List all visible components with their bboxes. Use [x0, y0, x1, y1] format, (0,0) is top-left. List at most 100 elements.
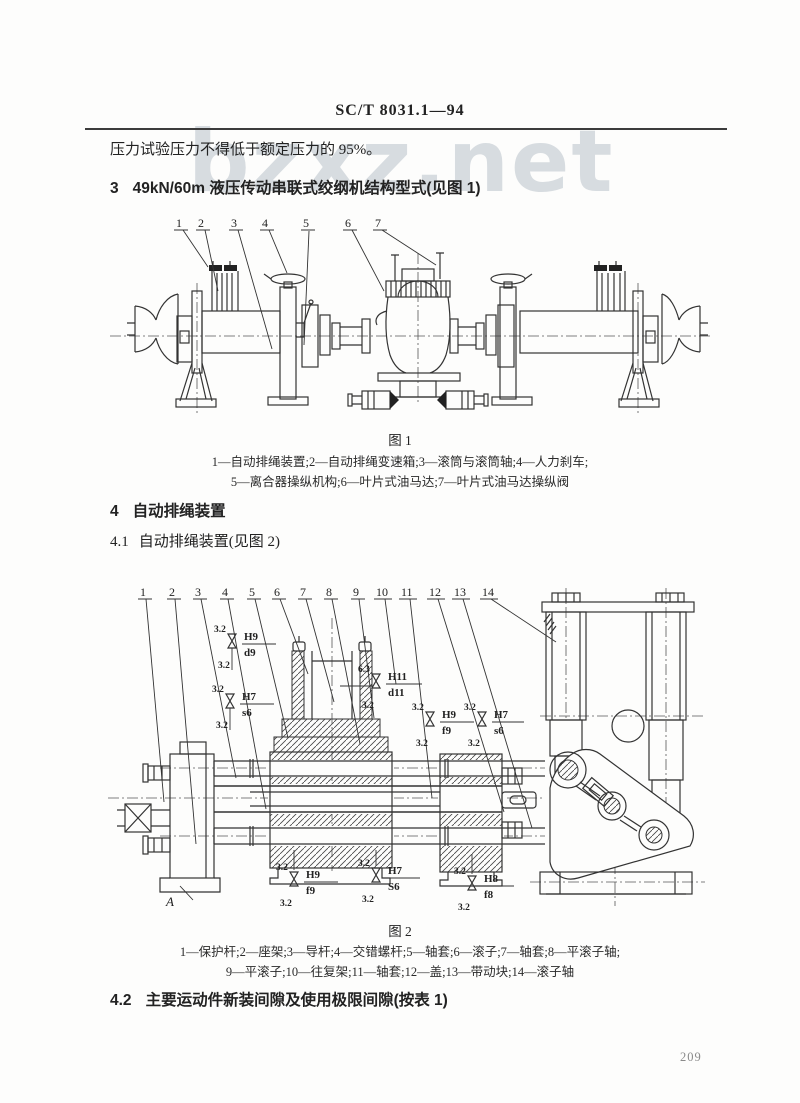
fit3-denominator: f9	[442, 725, 452, 737]
fit0-top-roughness: 3.2	[214, 625, 226, 635]
figure-1-label: 图 1	[388, 433, 412, 448]
fig2-side-view	[539, 592, 695, 895]
fit0-denominator: d9	[244, 647, 256, 659]
fit1-bottom-roughness: 3.2	[216, 721, 228, 731]
fit6-top-roughness: 3.2	[358, 859, 370, 869]
figure-2-drawing: A	[100, 566, 720, 914]
fig1-callout-2: 2	[198, 216, 204, 230]
fit2-bottom-roughness: 3.2	[362, 701, 374, 711]
section-3-title: 49kN/60m 液压传动串联式绞纲机结构型式(见图 1)	[132, 180, 481, 197]
fig2-callout-6: 6	[274, 585, 280, 599]
fig2-fit-h7-s6-upper: 3.2 3.2 H7 s6	[212, 685, 274, 731]
fig1-callouts: 1 2 3 4 5 6 7	[174, 216, 437, 350]
fit3-numerator: H9	[442, 709, 457, 721]
fig1-left-gypsy-head	[127, 293, 179, 365]
fig2-view-a-marker: A	[165, 885, 194, 909]
fig1-left-brake-stand	[263, 273, 314, 406]
fit2-top-roughness: 6.3	[358, 665, 370, 675]
fig2-callout-13: 13	[454, 585, 466, 599]
fig2-protection-rod-end	[117, 803, 170, 833]
fit3-top-roughness: 3.2	[412, 703, 424, 713]
fig1-right-brake-stand	[490, 273, 533, 406]
fit4-numerator: H7	[494, 709, 509, 721]
fit7-bottom-roughness: 3.2	[458, 903, 470, 913]
fit5-denominator: f9	[306, 885, 316, 897]
figure-2-caption-line2: 9—平滚子;10—往复架;11—轴套;12—盖;13—带动块;14—滚子轴	[225, 965, 575, 979]
fit0-bottom-roughness: 3.2	[218, 661, 230, 671]
fig1-callout-4: 4	[262, 216, 268, 230]
fig2-roller-block	[438, 753, 537, 887]
fig1-callout-5: 5	[303, 216, 309, 230]
figure-1-drawing: 1 2 3 4 5 6 7	[100, 203, 720, 435]
fig1-callout-7: 7	[375, 216, 381, 230]
fig1-right-coupling	[449, 304, 515, 368]
section-4-1-number: 4.1	[110, 534, 129, 550]
fig2-callout-8: 8	[326, 585, 332, 599]
section-3-number: 3	[110, 180, 119, 197]
fig2-fit-h9-f9-upper: 3.2 3.2 H9 f9	[412, 703, 474, 749]
fit1-top-roughness: 3.2	[212, 685, 224, 695]
fig1-callout-1: 1	[176, 216, 182, 230]
fit0-numerator: H9	[244, 631, 259, 643]
header-rule	[85, 128, 727, 130]
fig2-fit-h11-d11: 6.3 3.2 H11 d11	[340, 665, 422, 711]
fig1-callout-3: 3	[231, 216, 237, 230]
fit4-top-roughness: 3.2	[464, 703, 476, 713]
fig1-right-drum	[519, 261, 639, 354]
fig2-callout-12: 12	[429, 585, 441, 599]
fig2-callout-11: 11	[401, 585, 413, 599]
fit4-bottom-roughness: 3.2	[468, 739, 480, 749]
fig2-callout-9: 9	[353, 585, 359, 599]
section-4-heading: 4 自动排绳装置	[110, 499, 226, 521]
fig2-callout-4: 4	[222, 585, 228, 599]
section-4-2-number: 4.2	[110, 992, 132, 1009]
fit2-denominator: d11	[388, 687, 405, 699]
fit7-denominator: f8	[484, 889, 494, 901]
fig2-fit-h8-f8: 3.2 3.2 H8 f8	[454, 854, 514, 913]
fig1-right-bearing-stand	[618, 290, 660, 408]
figure-2-caption-line1: 1—保护杆;2—座架;3—导杆;4—交错螺杆;5—轴套;6—滚子;7—轴套;8—…	[179, 945, 621, 959]
fit1-numerator: H7	[242, 691, 257, 703]
figure-1-caption-line2: 5—离合器操纵机构;6—叶片式油马达;7—叶片式油马达操纵阀	[230, 475, 570, 489]
fig2-view-label: A	[165, 894, 174, 909]
figure-2-svg: A	[108, 585, 705, 913]
fig1-callout-6: 6	[345, 216, 351, 230]
figure-2-label: 图 2	[388, 924, 412, 939]
fig2-callout-7: 7	[300, 585, 306, 599]
fig2-fit-h9-d9: 3.2 3.2 H9 d9	[214, 625, 276, 671]
fig1-right-gypsy-head	[661, 293, 708, 365]
section-4-title: 自动排绳装置	[132, 503, 226, 520]
fig2-cylinder-tower	[273, 636, 389, 753]
fit5-top-roughness: 3.2	[276, 863, 288, 873]
fit7-numerator: H8	[484, 873, 499, 885]
fig1-bottom-cylinders	[347, 390, 489, 410]
fig2-callout-1: 1	[140, 585, 146, 599]
fit2-numerator: H11	[388, 671, 407, 683]
fit5-bottom-roughness: 3.2	[280, 899, 292, 909]
fig2-traverse-block	[268, 751, 394, 885]
section-4-2-title: 主要运动件新装间隙及使用极限间隙(按表 1)	[145, 992, 448, 1009]
fit4-denominator: s6	[494, 725, 504, 737]
standard-number: SC/T 8031.1—94	[335, 102, 465, 119]
intro-paragraph: 压力试验压力不得低于额定压力的 95%。	[110, 142, 382, 158]
figure-1-svg: 1 2 3 4 5 6 7	[110, 216, 710, 413]
fig2-callout-14: 14	[482, 585, 494, 599]
figure-1-caption-line1: 1—自动排绳装置;2—自动排绳变速箱;3—滚筒与滚筒轴;4—人力刹车;	[211, 455, 589, 469]
fig1-left-bearing-stand	[175, 290, 217, 408]
fig2-angled-element	[581, 776, 615, 808]
fig2-fit-h9-f9-lower: 3.2 3.2 H9 f9	[276, 850, 338, 909]
section-4-2-heading: 4.2 主要运动件新装间隙及使用极限间隙(按表 1)	[110, 988, 448, 1010]
section-4-number: 4	[110, 503, 119, 520]
fit6-denominator: S6	[388, 881, 400, 893]
fit5-numerator: H9	[306, 869, 321, 881]
fig2-fit-h7-s6-lower: 3.2 3.2 H7 S6	[358, 850, 420, 905]
fit1-denominator: s6	[242, 707, 252, 719]
fig2-fit-h7-s6-right: 3.2 3.2 H7 s6	[464, 703, 524, 749]
fit7-top-roughness: 3.2	[454, 867, 466, 877]
fig1-oil-motor	[375, 252, 461, 398]
fit3-bottom-roughness: 3.2	[416, 739, 428, 749]
fig1-left-coupling	[301, 304, 371, 368]
fig1-left-drum	[201, 261, 281, 354]
fig2-seat-frame	[142, 741, 221, 893]
